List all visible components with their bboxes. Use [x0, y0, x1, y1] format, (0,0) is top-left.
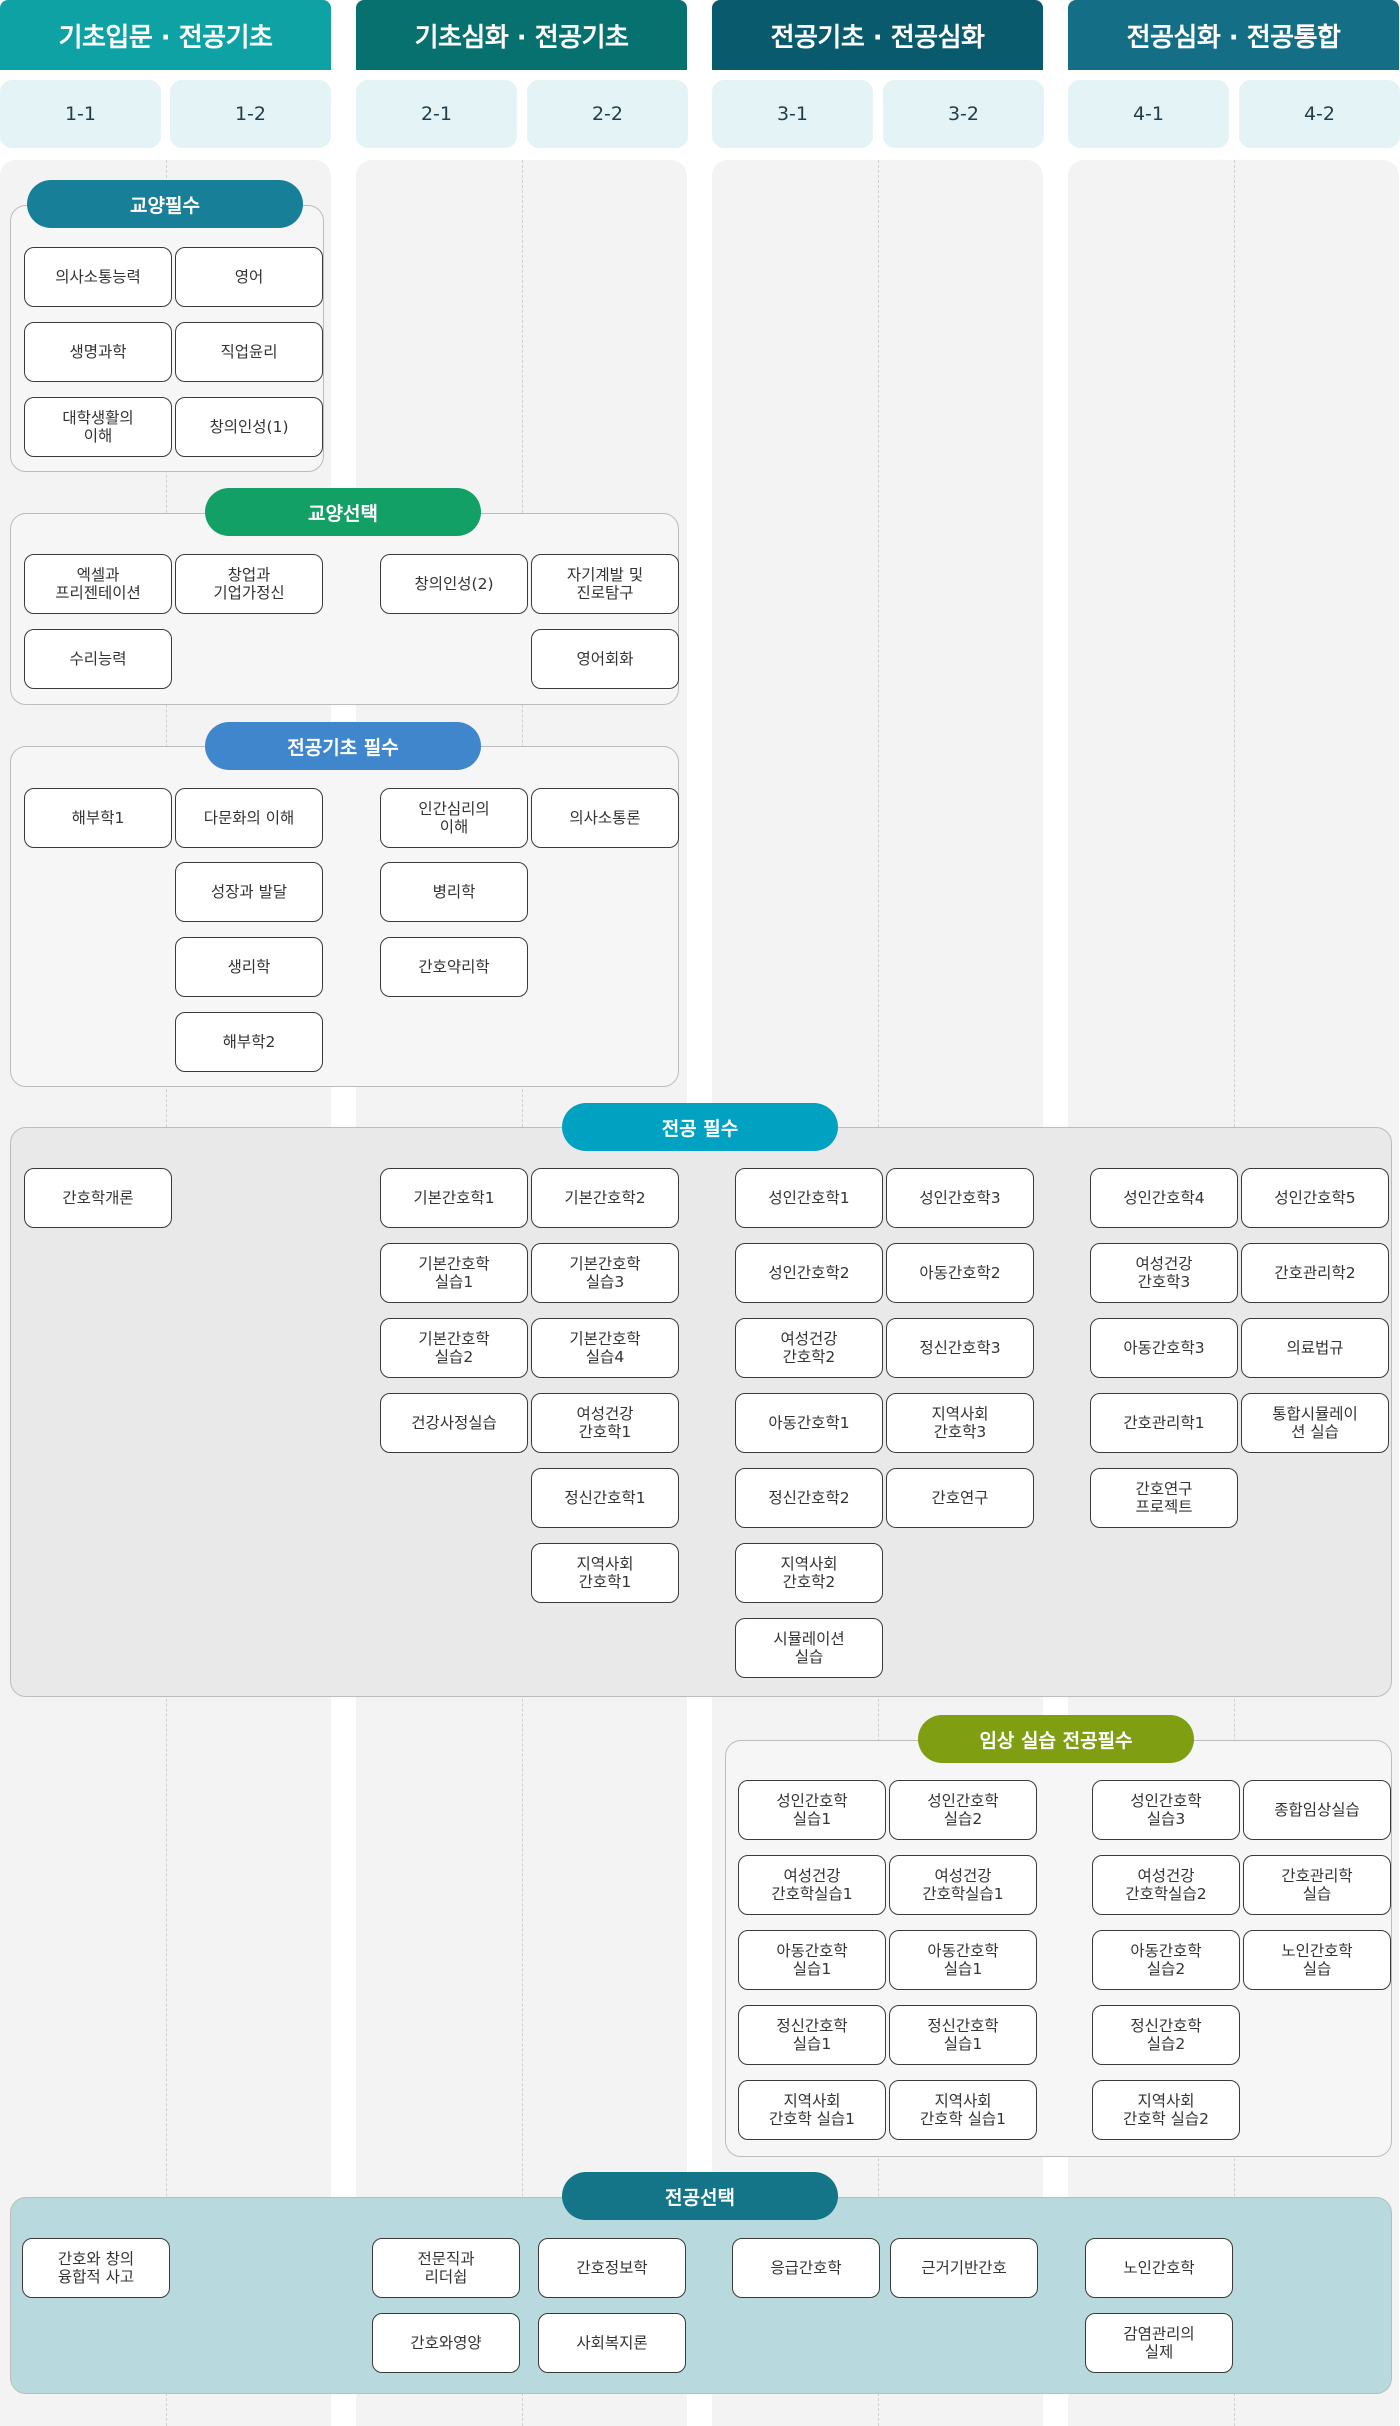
course-box[interactable]: 아동간호학3 [1090, 1318, 1238, 1378]
course-box[interactable]: 간호관리학 실습 [1243, 1855, 1391, 1915]
course-box[interactable]: 기본간호학1 [380, 1168, 528, 1228]
group-label-pill: 전공기초 필수 [205, 722, 481, 770]
course-box[interactable]: 성인간호학3 [886, 1168, 1034, 1228]
course-box[interactable]: 정신간호학 실습1 [738, 2005, 886, 2065]
course-box[interactable]: 응급간호학 [732, 2238, 880, 2298]
course-box[interactable]: 지역사회 간호학2 [735, 1543, 883, 1603]
course-box[interactable]: 노인간호학 [1085, 2238, 1233, 2298]
course-box[interactable]: 근거기반간호 [890, 2238, 1038, 2298]
course-box[interactable]: 의료법규 [1241, 1318, 1389, 1378]
course-box[interactable]: 기본간호학 실습2 [380, 1318, 528, 1378]
year-header-2: 기초심화 · 전공기초 [356, 0, 687, 70]
course-box[interactable]: 의사소통론 [531, 788, 679, 848]
course-box[interactable]: 수리능력 [24, 629, 172, 689]
course-box[interactable]: 간호연구 프로젝트 [1090, 1468, 1238, 1528]
course-box[interactable]: 성인간호학 실습3 [1092, 1780, 1240, 1840]
course-box[interactable]: 지역사회 간호학1 [531, 1543, 679, 1603]
course-box[interactable]: 성장과 발달 [175, 862, 323, 922]
group-label-pill: 전공선택 [562, 2172, 838, 2220]
semester-label: 2-2 [527, 80, 688, 148]
year-header-4: 전공심화 · 전공통합 [1068, 0, 1399, 70]
course-box[interactable]: 감염관리의 실제 [1085, 2313, 1233, 2373]
course-box[interactable]: 지역사회 간호학 실습1 [889, 2080, 1037, 2140]
course-box[interactable]: 여성건강 간호학2 [735, 1318, 883, 1378]
course-box[interactable]: 정신간호학2 [735, 1468, 883, 1528]
course-box[interactable]: 직업윤리 [175, 322, 323, 382]
group-label-pill: 교양필수 [27, 180, 303, 228]
course-box[interactable]: 여성건강 간호학실습1 [889, 1855, 1037, 1915]
course-box[interactable]: 통합시뮬레이 션 실습 [1241, 1393, 1389, 1453]
course-box[interactable]: 간호학개론 [24, 1168, 172, 1228]
course-box[interactable]: 지역사회 간호학3 [886, 1393, 1034, 1453]
semester-label: 1-1 [0, 80, 161, 148]
group-label-pill: 교양선택 [205, 488, 481, 536]
semester-label: 4-2 [1239, 80, 1400, 148]
course-box[interactable]: 간호정보학 [538, 2238, 686, 2298]
course-box[interactable]: 기본간호학 실습4 [531, 1318, 679, 1378]
course-box[interactable]: 간호와영양 [372, 2313, 520, 2373]
course-box[interactable]: 병리학 [380, 862, 528, 922]
course-box[interactable]: 여성건강 간호학3 [1090, 1243, 1238, 1303]
course-box[interactable]: 종합임상실습 [1243, 1780, 1391, 1840]
course-box[interactable]: 지역사회 간호학 실습1 [738, 2080, 886, 2140]
semester-label: 1-2 [170, 80, 331, 148]
course-box[interactable]: 엑셀과 프리젠테이션 [24, 554, 172, 614]
course-box[interactable]: 노인간호학 실습 [1243, 1930, 1391, 1990]
year-header-3: 전공기초 · 전공심화 [712, 0, 1043, 70]
semester-label: 3-2 [883, 80, 1044, 148]
semester-label: 3-1 [712, 80, 873, 148]
course-box[interactable]: 아동간호학 실습2 [1092, 1930, 1240, 1990]
course-box[interactable]: 해부학2 [175, 1012, 323, 1072]
course-box[interactable]: 기본간호학2 [531, 1168, 679, 1228]
course-box[interactable]: 성인간호학4 [1090, 1168, 1238, 1228]
course-box[interactable]: 성인간호학 실습2 [889, 1780, 1037, 1840]
course-box[interactable]: 사회복지론 [538, 2313, 686, 2373]
course-box[interactable]: 건강사정실습 [380, 1393, 528, 1453]
course-box[interactable]: 여성건강 간호학1 [531, 1393, 679, 1453]
course-box[interactable]: 의사소통능력 [24, 247, 172, 307]
course-box[interactable]: 아동간호학 실습1 [738, 1930, 886, 1990]
course-box[interactable]: 기본간호학 실습1 [380, 1243, 528, 1303]
group-label-pill: 임상 실습 전공필수 [918, 1715, 1194, 1763]
course-box[interactable]: 해부학1 [24, 788, 172, 848]
course-box[interactable]: 대학생활의 이해 [24, 397, 172, 457]
course-box[interactable]: 여성건강 간호학실습1 [738, 1855, 886, 1915]
course-box[interactable]: 전문직과 리더쉽 [372, 2238, 520, 2298]
course-box[interactable]: 여성건강 간호학실습2 [1092, 1855, 1240, 1915]
semester-label: 4-1 [1068, 80, 1229, 148]
course-box[interactable]: 창의인성(2) [380, 554, 528, 614]
course-box[interactable]: 창의인성(1) [175, 397, 323, 457]
course-box[interactable]: 지역사회 간호학 실습2 [1092, 2080, 1240, 2140]
course-box[interactable]: 성인간호학1 [735, 1168, 883, 1228]
course-box[interactable]: 정신간호학 실습1 [889, 2005, 1037, 2065]
course-box[interactable]: 아동간호학 실습1 [889, 1930, 1037, 1990]
course-box[interactable]: 성인간호학2 [735, 1243, 883, 1303]
course-box[interactable]: 영어회화 [531, 629, 679, 689]
course-box[interactable]: 정신간호학1 [531, 1468, 679, 1528]
course-box[interactable]: 간호와 창의 융합적 사고 [22, 2238, 170, 2298]
course-box[interactable]: 생명과학 [24, 322, 172, 382]
course-box[interactable]: 기본간호학 실습3 [531, 1243, 679, 1303]
course-box[interactable]: 정신간호학3 [886, 1318, 1034, 1378]
course-box[interactable]: 생리학 [175, 937, 323, 997]
course-box[interactable]: 간호연구 [886, 1468, 1034, 1528]
course-box[interactable]: 자기계발 및 진로탐구 [531, 554, 679, 614]
course-box[interactable]: 창업과 기업가정신 [175, 554, 323, 614]
course-box[interactable]: 아동간호학2 [886, 1243, 1034, 1303]
course-box[interactable]: 시뮬레이션 실습 [735, 1618, 883, 1678]
course-box[interactable]: 영어 [175, 247, 323, 307]
course-box[interactable]: 인간심리의 이해 [380, 788, 528, 848]
course-box[interactable]: 아동간호학1 [735, 1393, 883, 1453]
course-box[interactable]: 간호관리학2 [1241, 1243, 1389, 1303]
course-box[interactable]: 성인간호학5 [1241, 1168, 1389, 1228]
semester-label: 2-1 [356, 80, 517, 148]
group-label-pill: 전공 필수 [562, 1103, 838, 1151]
course-box[interactable]: 다문화의 이해 [175, 788, 323, 848]
course-box[interactable]: 정신간호학 실습2 [1092, 2005, 1240, 2065]
course-box[interactable]: 간호약리학 [380, 937, 528, 997]
course-box[interactable]: 간호관리학1 [1090, 1393, 1238, 1453]
course-box[interactable]: 성인간호학 실습1 [738, 1780, 886, 1840]
year-header-1: 기초입문 · 전공기초 [0, 0, 331, 70]
